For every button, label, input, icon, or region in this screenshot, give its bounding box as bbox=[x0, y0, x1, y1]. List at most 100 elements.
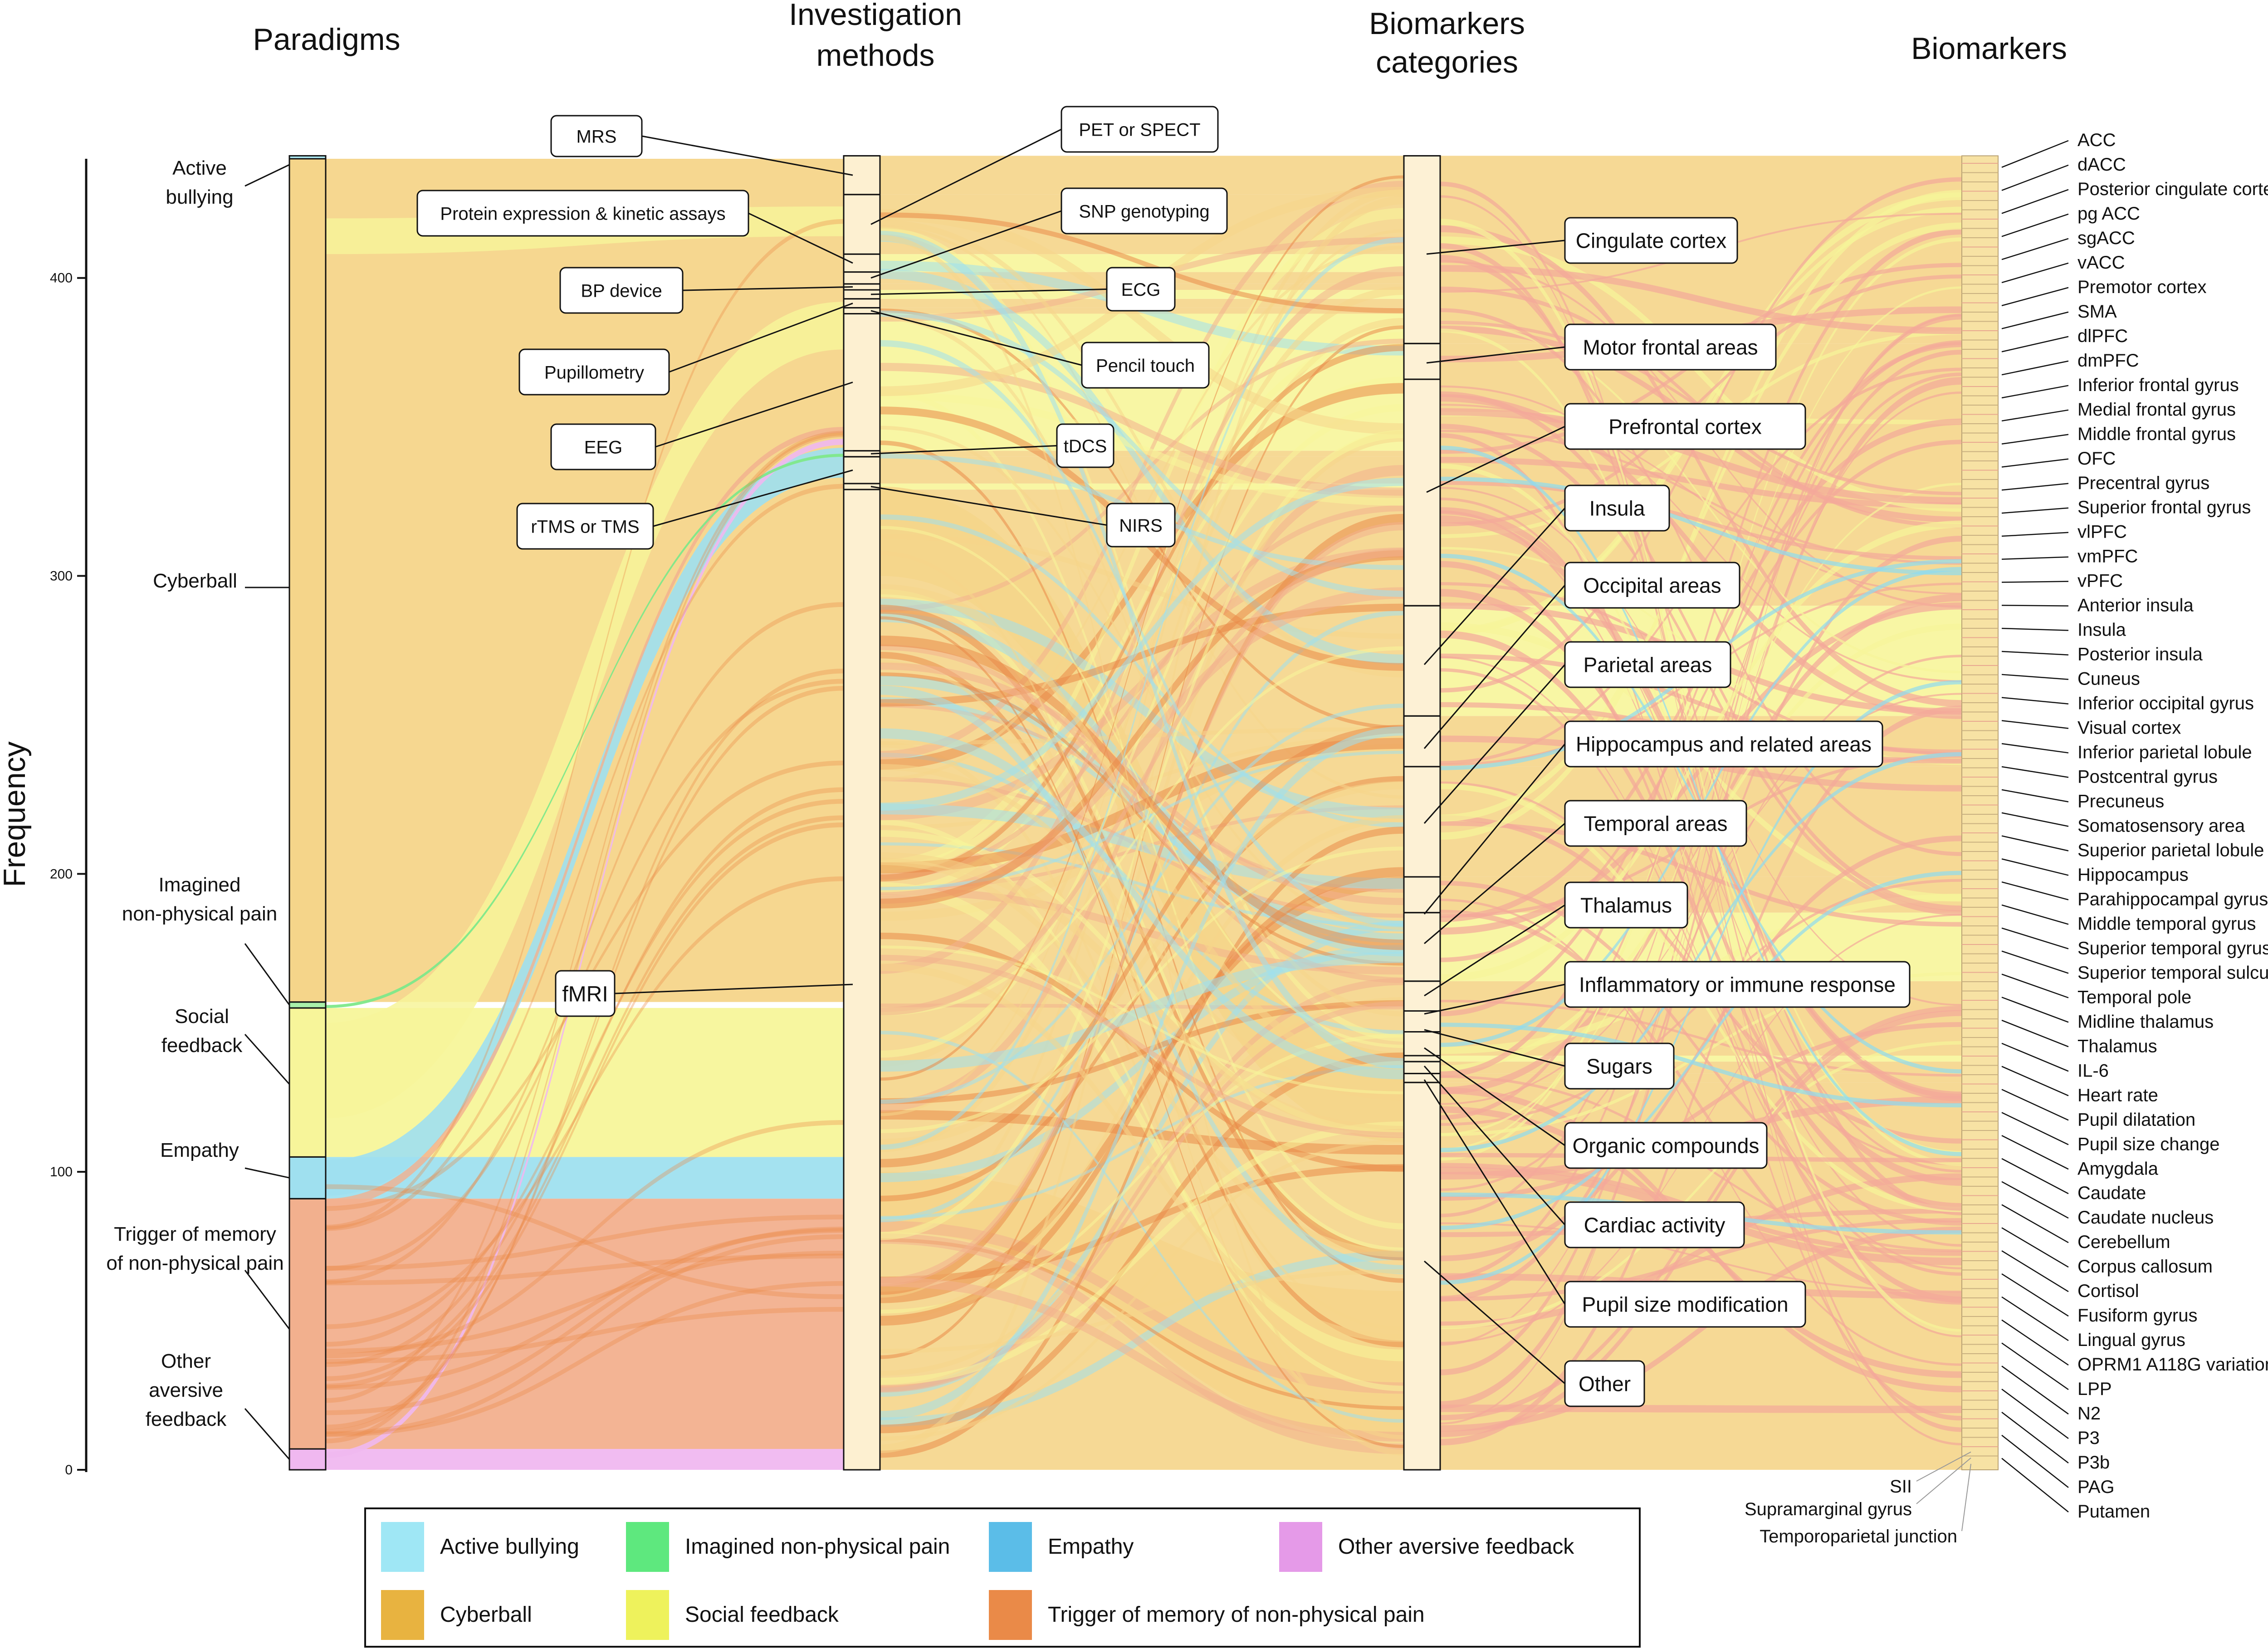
biomarker-label-superior-parietal-lobule: Superior parietal lobule bbox=[2077, 840, 2264, 860]
box-category-cingulate-cortex bbox=[1564, 217, 1738, 264]
leader-biomarker bbox=[2001, 189, 2069, 214]
leader-biomarker bbox=[2001, 1042, 2069, 1072]
leader-biomarker bbox=[2001, 1135, 2069, 1170]
box-category-hippocampus-and-related-areas bbox=[1564, 720, 1883, 768]
flow-stream bbox=[880, 952, 1404, 1072]
label-category-temporal-areas: Temporal areas bbox=[1584, 812, 1727, 836]
leader-biomarker bbox=[2001, 507, 2069, 514]
box-method-mrs bbox=[550, 115, 643, 157]
biomarker-label-insula: Insula bbox=[2077, 620, 2126, 640]
leader-biomarker-bottom bbox=[1916, 1457, 1971, 1504]
label-category-parietal-areas: Parietal areas bbox=[1584, 653, 1712, 677]
label-method-pet-or-spect: PET or SPECT bbox=[1079, 120, 1200, 140]
leader-biomarker bbox=[2001, 651, 2069, 656]
flow-stream bbox=[326, 1234, 844, 1436]
flow-paradigm-empathy bbox=[326, 1157, 844, 1199]
flow-stream bbox=[326, 685, 844, 1430]
biomarker-label-sgacc: sgACC bbox=[2077, 228, 2135, 248]
biomarker-label-somatosensory-area: Somatosensory area bbox=[2077, 816, 2245, 836]
leader-method-protein-expression-kinetic-assays bbox=[748, 212, 853, 264]
leader-biomarker bbox=[2001, 904, 2069, 925]
bar-biomarkers bbox=[1961, 155, 1999, 1470]
legend-swatch-empathy bbox=[989, 1522, 1032, 1572]
bar-paradigm-social-feedback bbox=[288, 1007, 327, 1158]
leader-biomarker bbox=[2001, 605, 2069, 607]
flow-stripe bbox=[1440, 314, 1962, 1425]
biomarker-label-sma: SMA bbox=[2077, 302, 2117, 322]
flow-stream bbox=[880, 954, 1404, 1138]
leader-paradigm bbox=[244, 164, 290, 187]
flow-stream bbox=[326, 822, 844, 1389]
flow-stream bbox=[880, 1164, 1404, 1284]
leader-paradigm bbox=[244, 943, 290, 1006]
flow-stream bbox=[880, 1052, 1404, 1434]
flow-stripe bbox=[1440, 630, 1962, 1211]
leader-biomarker bbox=[2001, 927, 2069, 949]
biomarker-label-dmpfc: dmPFC bbox=[2077, 351, 2139, 371]
leader-biomarker bbox=[2001, 881, 2069, 900]
flow-stripe bbox=[1440, 320, 1962, 674]
flow-stream bbox=[880, 651, 1404, 1347]
bar-paradigm-active-bullying bbox=[288, 155, 327, 160]
box-category-pupil-size-modification bbox=[1564, 1281, 1806, 1328]
flow-empathy-to-tms bbox=[326, 448, 844, 1196]
biomarker-label-vpfc: vPFC bbox=[2077, 571, 2123, 591]
flow-stream bbox=[880, 738, 1404, 874]
bar-paradigm-trigger-of-memory-of-non-physical-pain bbox=[288, 1198, 327, 1450]
leader-category-sugars bbox=[1424, 1029, 1565, 1067]
leader-method-pupillometry bbox=[669, 303, 853, 373]
flow-stripe bbox=[1440, 377, 1962, 1409]
flow-stream bbox=[880, 781, 1404, 1147]
flow-stripe bbox=[1440, 705, 1962, 1446]
leader-biomarker bbox=[2001, 1112, 2069, 1145]
leader-biomarker bbox=[2001, 1227, 2069, 1268]
box-method-rtms-or-tms bbox=[516, 503, 654, 550]
paradigm-label-social-feedback: feedback bbox=[161, 1034, 243, 1057]
flow-stream bbox=[880, 685, 1404, 1274]
flow-stripe bbox=[1440, 1023, 1962, 1108]
leader-biomarker bbox=[2001, 835, 2069, 851]
leader-category-thalamus bbox=[1424, 904, 1565, 997]
biomarker-label-vlpfc: vlPFC bbox=[2077, 522, 2127, 542]
leader-biomarker bbox=[2001, 140, 2069, 168]
bar-paradigm-empathy bbox=[288, 1156, 327, 1199]
flow-stream bbox=[880, 533, 1404, 639]
biomarker-label-p3: P3 bbox=[2077, 1428, 2100, 1448]
biomarker-label-amygdala: Amygdala bbox=[2077, 1159, 2159, 1179]
flow-stripe bbox=[1440, 404, 1962, 595]
flow-stream bbox=[326, 876, 844, 1329]
label-category-cardiac-activity: Cardiac activity bbox=[1584, 1214, 1725, 1237]
bar-category-thalamus bbox=[1403, 980, 1441, 1012]
legend-swatch-social-feedback bbox=[626, 1590, 669, 1640]
box-method-nirs bbox=[1106, 503, 1176, 548]
legend-swatch-trigger-of-memory-of-non-physical-pain bbox=[989, 1590, 1032, 1640]
label-method-pencil-touch: Pencil touch bbox=[1096, 356, 1195, 376]
leader-biomarker bbox=[2001, 385, 2069, 399]
box-method-pupillometry bbox=[518, 348, 670, 396]
flow-stream bbox=[880, 727, 1404, 745]
flow-paradigm-cyberball bbox=[326, 159, 844, 1002]
bar-method-pupillometry bbox=[843, 298, 881, 308]
biomarker-label-dlpfc: dlPFC bbox=[2077, 326, 2128, 346]
bar-category-inflammatory-or-immune-response bbox=[1403, 1010, 1441, 1032]
flow-stream bbox=[880, 332, 1404, 874]
box-category-thalamus bbox=[1564, 881, 1688, 929]
bar-category-prefrontal-cortex bbox=[1403, 378, 1441, 607]
flow-stripe bbox=[1440, 1041, 1962, 1329]
bar-category-occipital-areas bbox=[1403, 715, 1441, 768]
leader-category-prefrontal-cortex bbox=[1426, 426, 1565, 493]
bar-method-pet-or-spect bbox=[843, 194, 881, 255]
legend-swatch-imagined-non-physical-pain bbox=[626, 1522, 669, 1572]
leader-category-motor-frontal-areas bbox=[1426, 346, 1565, 364]
box-category-sugars bbox=[1564, 1042, 1675, 1090]
leader-paradigm bbox=[244, 1408, 290, 1460]
flow-stream bbox=[880, 945, 1404, 1095]
flow-stream bbox=[880, 1221, 1404, 1394]
leader-biomarker bbox=[2001, 1411, 2069, 1464]
flow-stream bbox=[326, 1120, 844, 1359]
flow-stream bbox=[880, 963, 1404, 1342]
header-biomarkers: Biomarkers bbox=[1911, 31, 2067, 66]
flow-stripe bbox=[1440, 821, 1962, 927]
